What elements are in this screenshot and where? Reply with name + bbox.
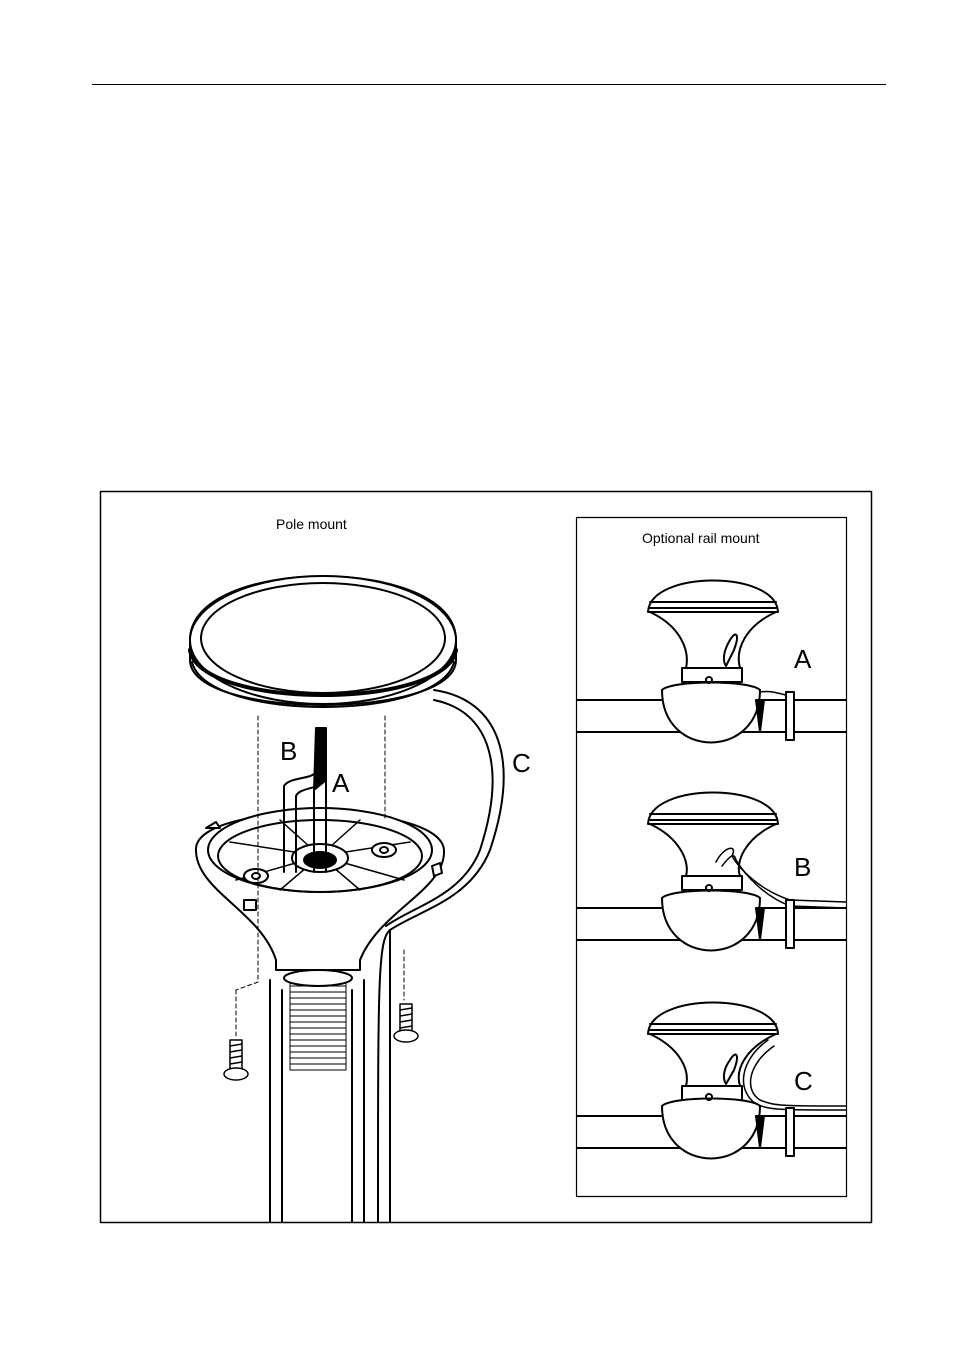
rail-label-b: B bbox=[794, 854, 811, 880]
rail-mount-caption: Optional rail mount bbox=[642, 530, 760, 546]
pole-mount-caption: Pole mount bbox=[276, 516, 347, 532]
screw-right bbox=[394, 1004, 418, 1042]
pole-label-c: C bbox=[512, 750, 531, 776]
screw-left bbox=[224, 1040, 248, 1080]
antenna-dome bbox=[190, 576, 456, 707]
cable-c bbox=[378, 690, 504, 1222]
pole-mount-illustration bbox=[190, 576, 504, 1222]
rail-label-a: A bbox=[794, 646, 811, 672]
pole-label-a: A bbox=[332, 770, 349, 796]
pole-label-b: B bbox=[280, 738, 297, 764]
pole-thread bbox=[290, 980, 346, 1070]
rail-label-c: C bbox=[794, 1068, 813, 1094]
